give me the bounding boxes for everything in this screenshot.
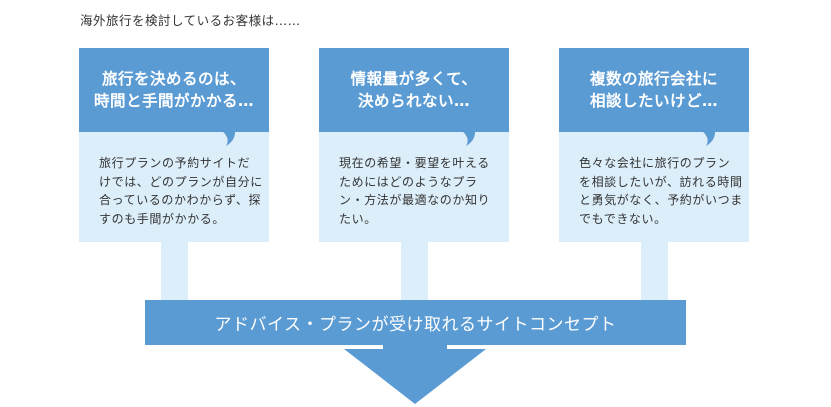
concern-card-header: 情報量が多くて、 決められない…	[319, 48, 509, 146]
concern-title-line: 時間と手間がかかる…	[93, 92, 254, 110]
concern-card-time: 旅行を決めるのは、 時間と手間がかかる… 旅行プランの予約サイトだ けでは、どの…	[79, 48, 269, 242]
concern-body-line: を相談したいが、訪れる時間	[579, 174, 743, 189]
concern-body-line: 色々な会社に旅行のプラン	[579, 156, 731, 170]
concern-title-line: 複数の旅行会社に	[589, 69, 718, 88]
concern-card-header: 複数の旅行会社に 相談したいけど…	[559, 48, 749, 146]
concern-card-consultation: 複数の旅行会社に 相談したいけど… 色々な会社に旅行のプラン を相談したいが、訪…	[559, 48, 749, 242]
concern-title-line: 相談したいけど…	[589, 92, 718, 110]
concern-body-line: ためにはどのようなプラ	[339, 174, 478, 189]
concept-text: アドバイス・プランが受け取れるサイトコンセプト	[214, 315, 617, 335]
connector-line	[641, 242, 668, 302]
concern-body-line: と勇気がなく、予約がいつま	[579, 193, 743, 208]
concern-body-line: でもできない。	[579, 211, 667, 226]
concern-title-line: 決められない…	[357, 92, 470, 110]
concept-banner: アドバイス・プランが受け取れるサイトコンセプト	[145, 300, 686, 345]
connector-line	[401, 242, 428, 302]
concern-card-information: 情報量が多くて、 決められない… 現在の希望・要望を叶える ためにはどのようなプ…	[319, 48, 509, 242]
concern-card-header: 旅行を決めるのは、 時間と手間がかかる…	[79, 48, 269, 146]
concern-card-body: 旅行プランの予約サイトだ けでは、どのプランが自分に 合っているのかわからず、探…	[79, 132, 269, 242]
speech-bubble-tail	[461, 130, 476, 146]
concern-body-line: 合っているのかわからず、探	[99, 193, 262, 208]
concern-card-body: 現在の希望・要望を叶える ためにはどのようなプラ ン・方法が最適なのか知り たい…	[319, 132, 509, 242]
connector-line	[161, 242, 188, 302]
concern-body-line: たい。	[339, 211, 377, 226]
concern-body-line: 現在の希望・要望を叶える	[339, 156, 490, 170]
concern-card-body: 色々な会社に旅行のプラン を相談したいが、訪れる時間 と勇気がなく、予約がいつま…	[559, 132, 749, 242]
speech-bubble-tail	[221, 130, 236, 146]
concern-body-line: 旅行プランの予約サイトだ	[99, 156, 251, 170]
concern-title-line: 旅行を決めるのは、	[101, 69, 246, 88]
intro-text: 海外旅行を検討しているお客様は……	[80, 13, 301, 28]
concern-body-line: ン・方法が最適なのか知り	[339, 193, 491, 208]
concern-body-line: すのも手間がかかる。	[99, 211, 226, 226]
speech-bubble-tail	[701, 130, 716, 146]
concern-body-line: けでは、どのプランが自分に	[99, 174, 263, 189]
concern-title-line: 情報量が多くて、	[350, 69, 478, 88]
